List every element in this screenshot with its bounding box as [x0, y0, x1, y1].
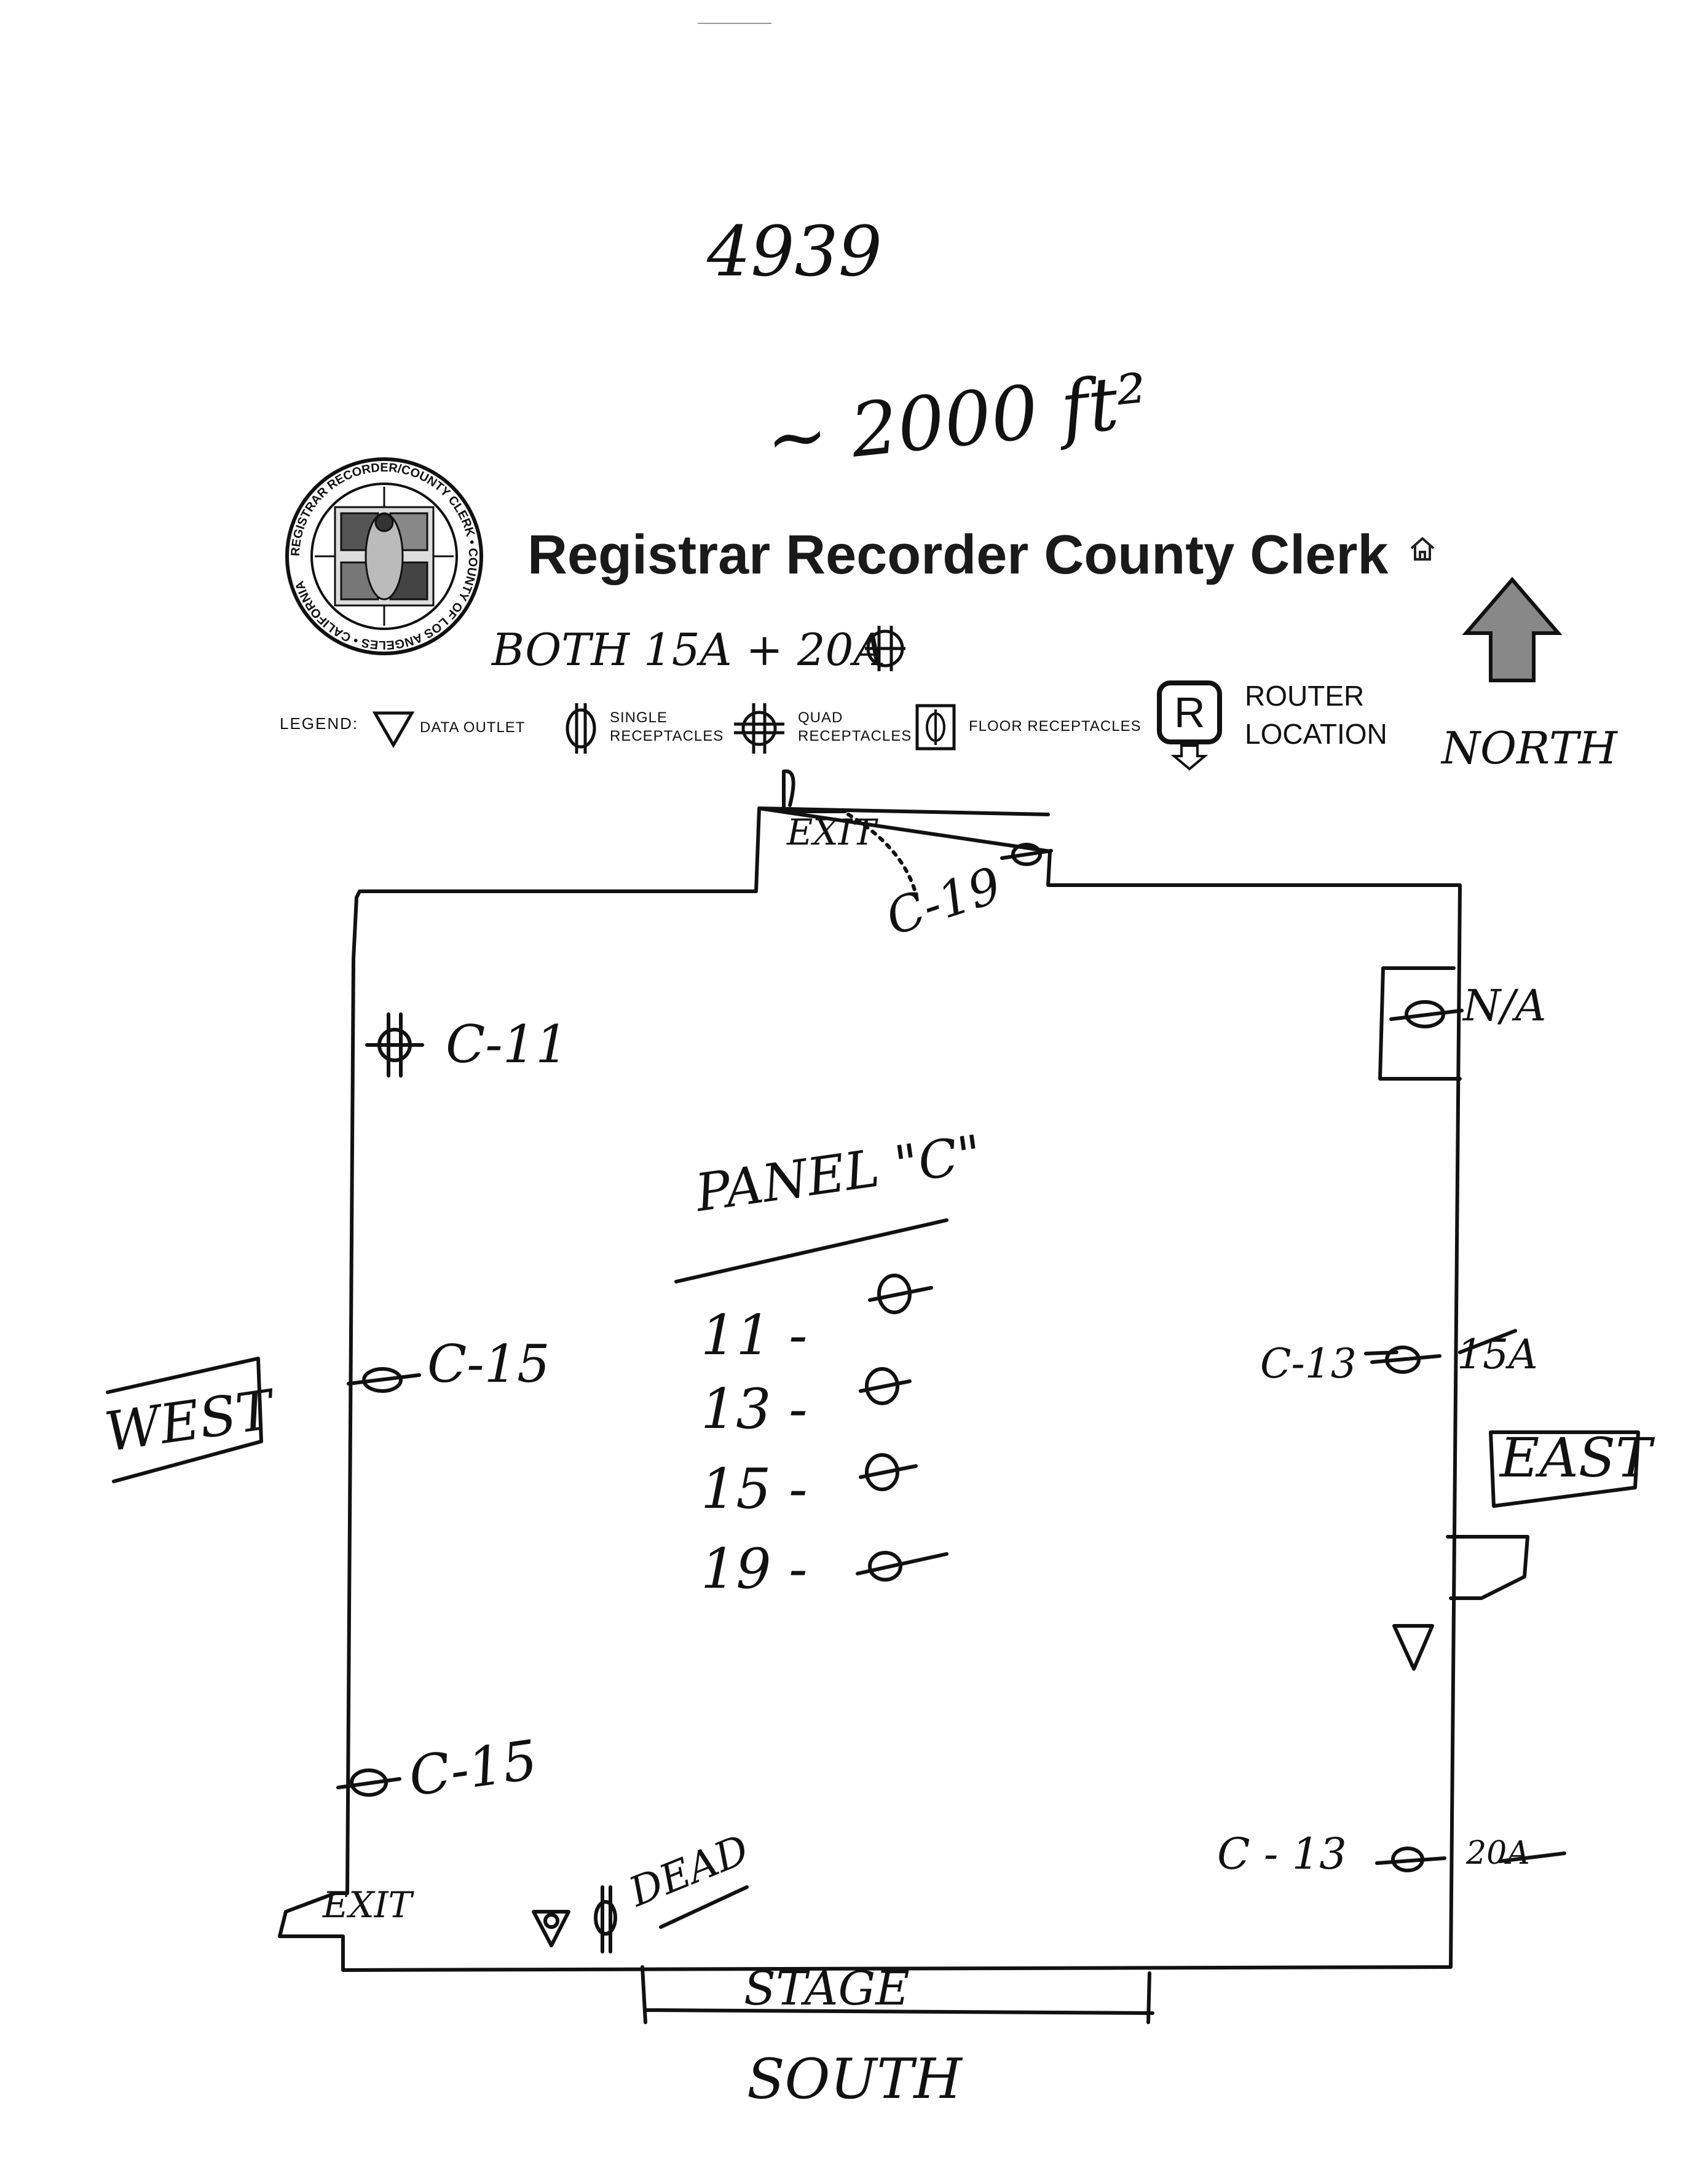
router-icon: [1157, 680, 1222, 771]
receptacle-c13-upper: [1364, 1346, 1442, 1374]
south-label: SOUTH: [747, 2047, 962, 2111]
exit-top-label: EXIT: [787, 811, 877, 853]
panel-symbol-19: [856, 1551, 949, 1582]
east-label: EAST: [1500, 1426, 1652, 1489]
legend-item-quad-receptacles: QUAD RECEPTACLES: [732, 701, 916, 756]
receptacle-c11: [365, 1012, 424, 1078]
page-title: Registrar Recorder County Clerk: [527, 524, 1389, 586]
legend-quad-line1: QUAD: [798, 709, 843, 726]
router-label-line2: LOCATION: [1245, 718, 1387, 750]
label-c13-upper: C-13: [1260, 1340, 1357, 1387]
router-label-line1: ROUTER: [1245, 680, 1365, 712]
legend-item-floor-receptacles: FLOOR RECEPTACLES: [915, 701, 1161, 756]
panel-row-15: 15 -: [701, 1457, 808, 1521]
receptacle-c15-upper: [347, 1367, 421, 1393]
stage: [641, 1965, 1154, 2024]
legend-quad-line2: RECEPTACLES: [798, 728, 912, 744]
legend-single-line2: RECEPTACLES: [610, 728, 724, 744]
county-seal: REGISTRAR RECORDER/COUNTY CLERK • COUNTY…: [283, 455, 486, 658]
label-c15-upper: C-15: [427, 1334, 550, 1394]
exit-bottom-label: EXIT: [323, 1884, 412, 1926]
panel-symbol-13: [859, 1367, 912, 1405]
legend-item-router-location: R ROUTER LOCATION: [1156, 679, 1414, 771]
stage-label: STAGE: [744, 1961, 910, 2016]
legend-item-single-receptacles: SINGLE RECEPTACLES: [559, 701, 744, 756]
data-outlet-east: [1392, 1624, 1434, 1671]
receptacle-c19: [1000, 843, 1053, 866]
router-letter: R: [1174, 688, 1205, 736]
home-icon: [1408, 534, 1437, 563]
both-amperage-note: BOTH 15A + 20A: [492, 624, 886, 676]
scan-artifact-line: [698, 23, 771, 24]
north-arrow-icon: [1460, 575, 1564, 685]
receptacle-c15-lower: [336, 1768, 401, 1797]
label-na: N/A: [1463, 980, 1547, 1031]
legend-item-data-outlet: DATA OUTLET: [372, 707, 569, 750]
legend-data-outlet-label: DATA OUTLET: [420, 719, 526, 736]
receptacle-c13-lower: [1375, 1847, 1446, 1872]
legend-label: LEGEND:: [280, 714, 359, 733]
quad-receptacle-icon: [734, 703, 784, 754]
panel-row-19: 19 -: [701, 1537, 808, 1601]
single-receptacle-icon: [566, 703, 596, 754]
north-label: NORTH: [1442, 722, 1617, 774]
label-20a: 20A: [1466, 1835, 1530, 1872]
data-outlet-south: [532, 1910, 570, 1947]
label-15a: 15A: [1457, 1331, 1538, 1378]
floor-receptacle-icon: [915, 704, 956, 751]
legend-single-line1: SINGLE: [610, 709, 668, 726]
ne-alcove: [1378, 966, 1462, 1081]
legend-floor-label: FLOOR RECEPTACLES: [969, 718, 1142, 735]
panel-row-13: 13 -: [701, 1377, 808, 1441]
receptacle-dead: [594, 1885, 617, 1953]
label-c13-lower: C - 13: [1217, 1829, 1347, 1879]
page-number: 4939: [707, 212, 883, 292]
quad-receptacle-sketch-icon: [858, 621, 913, 676]
data-outlet-icon: [372, 711, 415, 749]
panel-symbol-11: [868, 1274, 933, 1314]
label-c11: C-11: [446, 1014, 569, 1074]
panel-row-11: 11 -: [701, 1303, 808, 1368]
east-door: [1446, 1535, 1529, 1600]
top-exit-door: [782, 769, 847, 813]
west-box: [106, 1357, 263, 1483]
east-box: [1489, 1430, 1640, 1508]
receptacle-na: [1389, 1000, 1464, 1028]
panel-symbol-15: [859, 1453, 918, 1491]
room-outline: [278, 806, 1462, 1972]
